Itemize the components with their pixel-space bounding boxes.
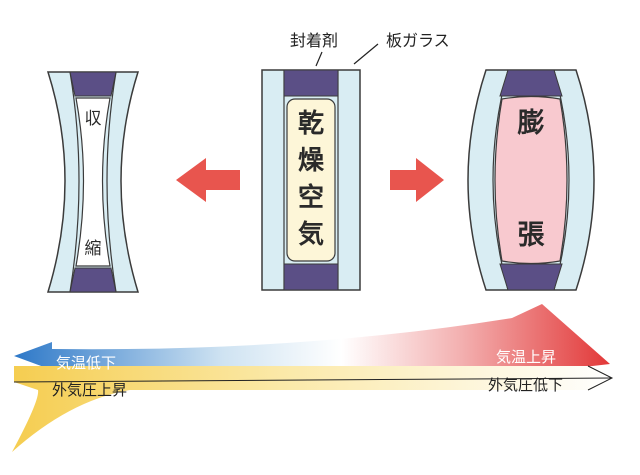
center-panel-char-1: 乾 [298,109,324,139]
left-panel-inner-edge-left [69,71,80,293]
temperature-arrow [14,304,610,372]
sealant-leader-line [315,51,323,67]
center-panel-bottom-sealant [283,263,339,291]
pressure-up-label: 外気圧上昇 [52,381,127,399]
center-panel-char-3: 空 [298,182,324,213]
right-panel-bottom-sealant [499,263,563,291]
center-panel-top-sealant [283,69,339,97]
right-panel-inner-edge-right [553,69,570,291]
right-panel-expanded-air [494,95,568,265]
sealant-label: 封着剤 [290,31,338,50]
left-panel-char-1: 収 [85,109,102,129]
left-panel-bottom-sealant [69,267,117,293]
pressure-down-label: 外気圧低下 [488,376,563,394]
right-panel-char-2: 張 [518,220,546,251]
center-panel-char-4: 気 [298,219,324,250]
left-panel-top-sealant [69,71,117,97]
glass-label: 板ガラス [386,31,450,50]
right-panel-char-1: 膨 [518,108,545,139]
temp-up-label: 気温上昇 [496,348,556,366]
right-panel-expanded: 膨 張 [467,69,595,291]
left-panel-char-2: 縮 [85,239,102,259]
glass-leader-line [353,43,379,65]
center-panel-dry-air: 乾 燥 空 気 [261,69,361,291]
temp-down-label: 気温低下 [56,354,116,372]
left-panel-air-gap [75,97,111,267]
expand-arrow [390,158,444,202]
pressure-arrow [12,366,612,452]
contract-arrow [176,158,240,202]
center-panel-dry-air-box [286,98,336,262]
pressure-arrowhead-outline [587,365,614,391]
right-panel-top-sealant [499,69,563,97]
left-panel-inner-edge-right [106,71,117,293]
pressure-arrow-divider [13,377,613,383]
right-panel-inner-edge-left [492,69,509,291]
center-panel-char-2: 燥 [298,146,325,176]
left-panel-contracted: 収 縮 [46,71,140,293]
